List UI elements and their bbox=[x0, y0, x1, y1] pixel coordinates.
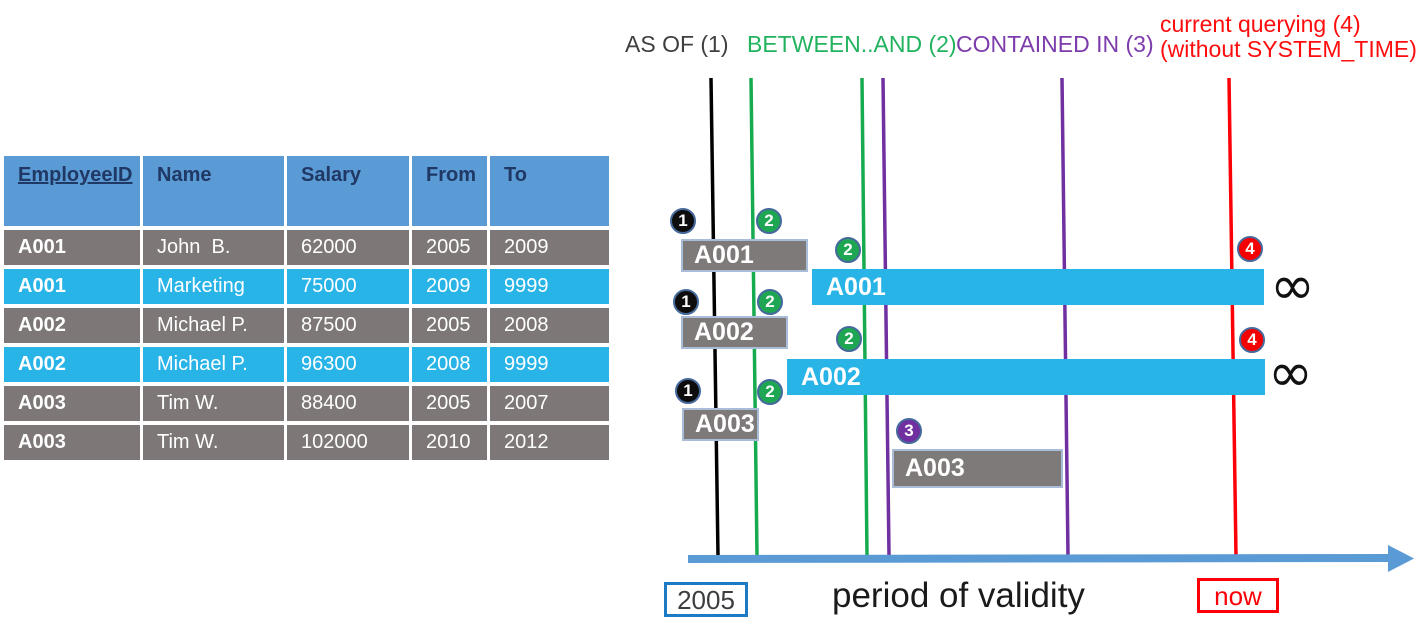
infinity-icon: ∞ bbox=[1270, 254, 1315, 317]
badge-current-row1: 4 bbox=[1237, 236, 1263, 262]
table-row: A003 Tim W. 102000 2010 2012 bbox=[4, 425, 609, 460]
infinity-icon: ∞ bbox=[1268, 341, 1313, 404]
cell-from: 2010 bbox=[412, 425, 487, 460]
badge-between-row2b: 2 bbox=[836, 326, 862, 352]
axis-start-year-box: 2005 bbox=[664, 582, 748, 617]
bar-a003-history-2: A003 bbox=[892, 449, 1063, 488]
cell-salary: 62000 bbox=[287, 230, 409, 265]
cell-name: Michael P. bbox=[143, 308, 284, 343]
bar-label: A003 bbox=[695, 410, 755, 438]
table-row: A001 John B. 62000 2005 2009 bbox=[4, 230, 609, 265]
badge-current-row2: 4 bbox=[1239, 327, 1265, 353]
bar-label: A002 bbox=[801, 362, 861, 391]
badge-between-row2a: 2 bbox=[757, 289, 783, 315]
cell-to: 2009 bbox=[490, 230, 609, 265]
axis-title: period of validity bbox=[832, 576, 1085, 615]
employee-table: EmployeeID Name Salary From To A001 John… bbox=[1, 152, 612, 464]
table-row: A002 Michael P. 96300 2008 9999 bbox=[4, 347, 609, 382]
col-header-employeeid: EmployeeID bbox=[4, 156, 140, 226]
cell-employeeid: A002 bbox=[4, 347, 140, 382]
cell-from: 2008 bbox=[412, 347, 487, 382]
bar-a002-current: A002 bbox=[787, 359, 1265, 395]
cell-from: 2005 bbox=[412, 308, 487, 343]
bar-label: A003 bbox=[905, 454, 965, 482]
cell-employeeid: A002 bbox=[4, 308, 140, 343]
badge-between-row1a: 2 bbox=[756, 208, 782, 234]
cell-from: 2005 bbox=[412, 386, 487, 421]
badge-as-of-row3: 1 bbox=[675, 378, 701, 404]
cell-salary: 96300 bbox=[287, 347, 409, 382]
bar-a002-history: A002 bbox=[681, 316, 788, 349]
cell-employeeid: A003 bbox=[4, 386, 140, 421]
col-header-salary: Salary bbox=[287, 156, 409, 226]
cell-from: 2005 bbox=[412, 230, 487, 265]
table-row: A001 Marketing 75000 2009 9999 bbox=[4, 269, 609, 304]
col-header-to: To bbox=[490, 156, 609, 226]
cell-salary: 88400 bbox=[287, 386, 409, 421]
cell-salary: 87500 bbox=[287, 308, 409, 343]
cell-name: Michael P. bbox=[143, 347, 284, 382]
time-axis-arrowhead bbox=[1388, 545, 1414, 572]
cell-salary: 75000 bbox=[287, 269, 409, 304]
badge-as-of-row2: 1 bbox=[673, 289, 699, 315]
bar-a001-current: A001 bbox=[812, 269, 1264, 305]
badge-between-row1b: 2 bbox=[835, 237, 861, 263]
badge-between-row3: 2 bbox=[757, 379, 783, 405]
time-axis bbox=[687, 554, 1393, 563]
cell-to: 2007 bbox=[490, 386, 609, 421]
contained-start-line bbox=[881, 77, 891, 557]
cell-to: 9999 bbox=[490, 269, 609, 304]
cell-name: Tim W. bbox=[143, 386, 284, 421]
legend-current-querying: current querying (4) (without SYSTEM_TIM… bbox=[1160, 12, 1417, 62]
cell-employeeid: A001 bbox=[4, 269, 140, 304]
badge-as-of-row1: 1 bbox=[670, 208, 696, 234]
table-row: A002 Michael P. 87500 2005 2008 bbox=[4, 308, 609, 343]
between-end-line bbox=[860, 77, 869, 557]
badge-contained-row3: 3 bbox=[896, 418, 922, 444]
table-header-row: EmployeeID Name Salary From To bbox=[4, 156, 609, 226]
legend-as-of: AS OF (1) bbox=[625, 31, 729, 57]
cell-name: Tim W. bbox=[143, 425, 284, 460]
col-header-from: From bbox=[412, 156, 487, 226]
bar-a003-history-1: A003 bbox=[682, 408, 759, 441]
cell-from: 2009 bbox=[412, 269, 487, 304]
bar-label: A001 bbox=[694, 241, 754, 269]
table-row: A003 Tim W. 88400 2005 2007 bbox=[4, 386, 609, 421]
bar-label: A002 bbox=[694, 318, 754, 346]
cell-employeeid: A003 bbox=[4, 425, 140, 460]
bar-label: A001 bbox=[826, 272, 886, 301]
col-header-name: Name bbox=[143, 156, 284, 226]
cell-name: Marketing bbox=[143, 269, 284, 304]
cell-salary: 102000 bbox=[287, 425, 409, 460]
contained-end-line bbox=[1060, 77, 1070, 557]
cell-to: 9999 bbox=[490, 347, 609, 382]
legend-between-and: BETWEEN..AND (2) bbox=[747, 31, 957, 57]
now-line bbox=[1227, 77, 1238, 557]
legend-current-querying-line1: current querying (4) bbox=[1160, 11, 1361, 37]
cell-name: John B. bbox=[143, 230, 284, 265]
legend-current-querying-line2: (without SYSTEM_TIME) bbox=[1160, 36, 1417, 62]
cell-to: 2012 bbox=[490, 425, 609, 460]
legend-contained-in: CONTAINED IN (3) bbox=[956, 31, 1154, 57]
bar-a001-history: A001 bbox=[681, 239, 808, 272]
cell-to: 2008 bbox=[490, 308, 609, 343]
axis-now-box: now bbox=[1197, 578, 1279, 613]
cell-employeeid: A001 bbox=[4, 230, 140, 265]
